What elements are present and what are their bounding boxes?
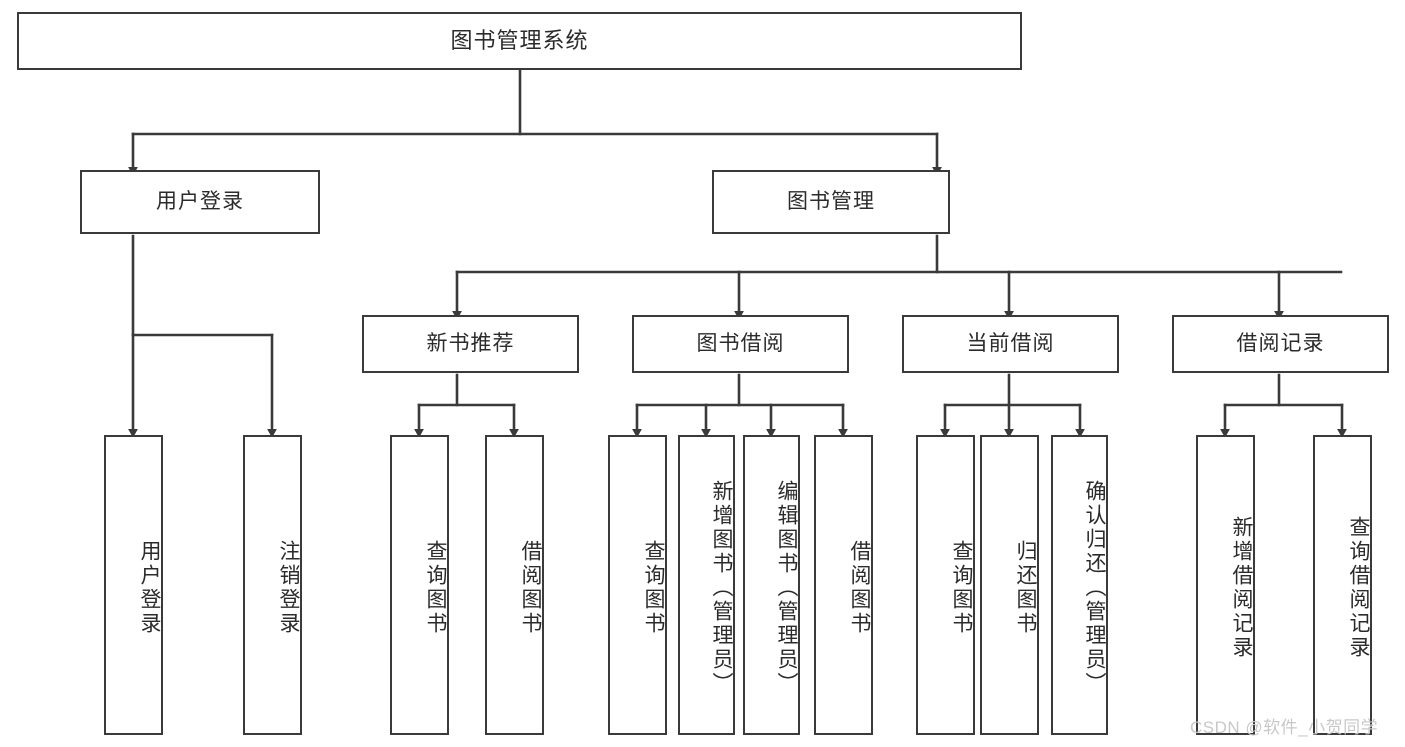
leaf-borrow-book-newbook-label: 借阅图书 [519,540,542,636]
leaf-query-book-newbook[interactable]: 查询图书 [390,435,449,735]
watermark: CSDN @软件_小贺同学 [1190,718,1379,737]
leaf-query-book-current-label: 查询图书 [950,540,973,636]
node-book-borrow-label: 图书借阅 [696,331,785,355]
leaf-borrow-book-borrow-label: 借阅图书 [848,540,871,636]
leaf-query-book-borrow[interactable]: 查询图书 [608,435,667,735]
leaf-return-book[interactable]: 归还图书 [980,435,1039,735]
node-new-book-recommend[interactable]: 新书推荐 [362,315,579,373]
node-root[interactable]: 图书管理系统 [17,12,1022,70]
leaf-add-book-admin-label: 新增图书（管理员） [710,480,733,696]
leaf-edit-book-admin-label: 编辑图书（管理员） [775,480,798,696]
node-root-label: 图书管理系统 [450,28,589,54]
leaf-query-book-borrow-label: 查询图书 [642,540,665,636]
node-user-login[interactable]: 用户登录 [80,170,320,234]
leaf-logout-label: 注销登录 [277,540,300,636]
leaf-confirm-return-admin[interactable]: 确认归还（管理员） [1051,435,1108,735]
leaf-query-book-newbook-label: 查询图书 [424,540,447,636]
leaf-borrow-book-newbook[interactable]: 借阅图书 [485,435,544,735]
node-current-borrow-label: 当前借阅 [966,331,1055,355]
leaf-edit-book-admin[interactable]: 编辑图书（管理员） [743,435,800,735]
leaf-user-login[interactable]: 用户登录 [104,435,163,735]
leaf-add-borrow-record[interactable]: 新增借阅记录 [1196,435,1255,735]
node-new-book-recommend-label: 新书推荐 [426,331,515,355]
node-book-management[interactable]: 图书管理 [712,170,950,234]
leaf-query-borrow-record-label: 查询借阅记录 [1347,516,1370,660]
leaf-logout[interactable]: 注销登录 [243,435,302,735]
node-borrow-record[interactable]: 借阅记录 [1172,315,1389,373]
leaf-return-book-label: 归还图书 [1014,540,1037,636]
node-current-borrow[interactable]: 当前借阅 [902,315,1119,373]
leaf-add-book-admin[interactable]: 新增图书（管理员） [678,435,735,735]
leaf-user-login-label: 用户登录 [138,540,161,636]
node-book-management-label: 图书管理 [787,189,875,213]
leaf-query-borrow-record[interactable]: 查询借阅记录 [1313,435,1372,735]
node-borrow-record-label: 借阅记录 [1236,331,1325,355]
leaf-add-borrow-record-label: 新增借阅记录 [1230,516,1253,660]
leaf-confirm-return-admin-label: 确认归还（管理员） [1083,480,1106,696]
leaf-query-book-current[interactable]: 查询图书 [916,435,975,735]
node-user-login-label: 用户登录 [156,189,244,213]
leaf-borrow-book-borrow[interactable]: 借阅图书 [814,435,873,735]
node-book-borrow[interactable]: 图书借阅 [632,315,849,373]
